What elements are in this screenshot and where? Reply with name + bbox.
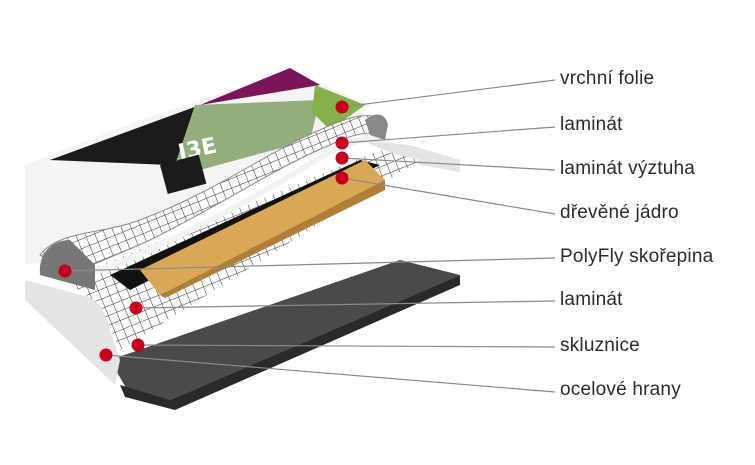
label-laminate-top: laminát <box>560 114 623 135</box>
marker-steel-edges <box>99 348 113 362</box>
base-layer <box>110 260 460 400</box>
label-laminate-reinforcement: laminát výztuha <box>560 158 696 179</box>
marker-laminate-top <box>335 136 349 150</box>
top-sheet-graphic: I3E <box>25 68 370 265</box>
label-wood-core: dřevěné jádro <box>560 202 679 223</box>
leader-lines <box>64 79 556 393</box>
marker-top-sheet <box>335 100 349 114</box>
steel-edge <box>25 280 120 385</box>
label-polyfly-shell: PolyFly skořepina <box>560 246 714 267</box>
label-top-sheet: vrchní folie <box>560 68 655 89</box>
marker-polyfly-shell <box>58 264 72 278</box>
label-steel-edges: ocelové hrany <box>560 379 681 400</box>
marker-laminate-reinforcement <box>335 151 349 165</box>
label-laminate-bottom: laminát <box>560 289 623 310</box>
marker-wood-core <box>335 171 349 185</box>
label-base: skluznice <box>560 335 640 356</box>
marker-laminate-bottom <box>129 301 143 315</box>
marker-base <box>131 338 145 352</box>
wood-core <box>140 160 385 295</box>
